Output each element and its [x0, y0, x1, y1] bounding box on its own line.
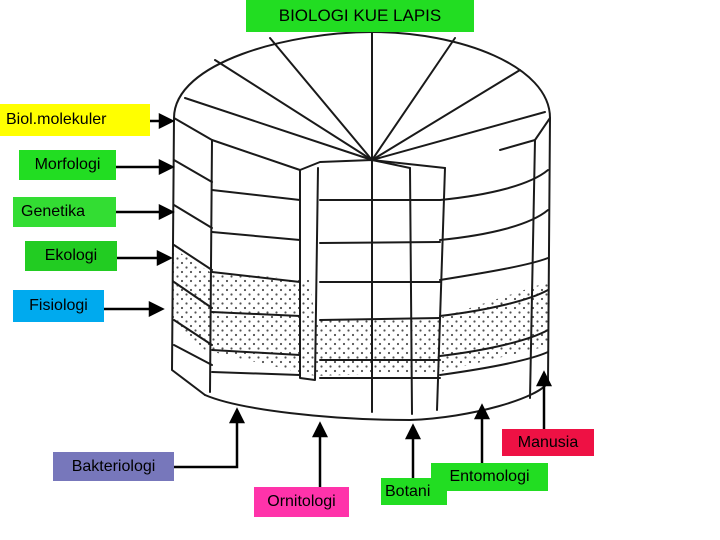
- dotted-layer-band: [172, 245, 552, 376]
- label-botani: Botani: [381, 478, 447, 505]
- label-bakteriologi: Bakteriologi: [53, 452, 174, 481]
- label-fisiologi: Fisiologi: [13, 290, 104, 322]
- label-biol-molekuler: Biol.molekuler: [0, 104, 150, 136]
- label-manusia: Manusia: [502, 429, 594, 456]
- label-morfologi: Morfologi: [19, 150, 116, 180]
- cake-outline: [171, 31, 551, 421]
- bottom-arrows: [174, 370, 553, 487]
- label-ekologi: Ekologi: [25, 241, 117, 271]
- label-ornitologi: Ornitologi: [254, 487, 349, 517]
- left-arrows: [104, 112, 175, 318]
- label-genetika: Genetika: [13, 197, 116, 227]
- label-entomologi: Entomologi: [431, 463, 548, 491]
- diagram-title: BIOLOGI KUE LAPIS: [246, 0, 474, 32]
